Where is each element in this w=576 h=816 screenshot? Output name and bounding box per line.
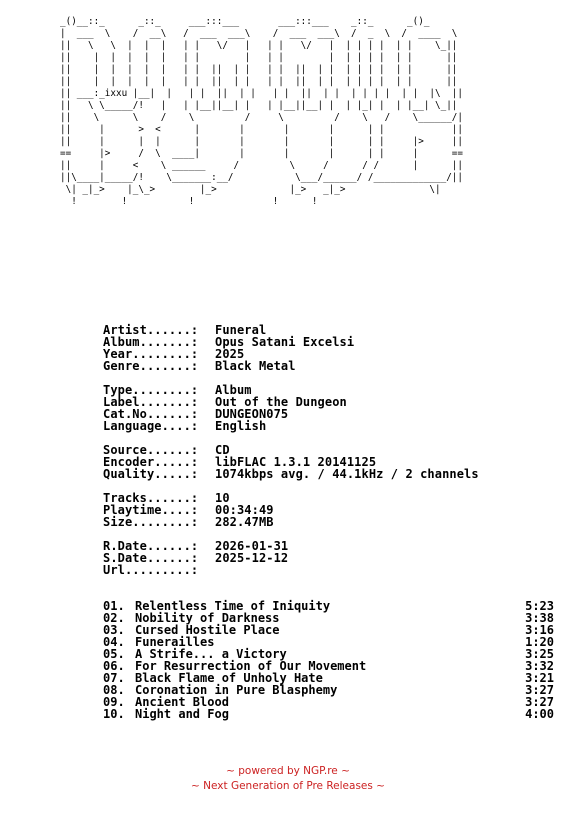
- info-key: S.Date......:: [103, 551, 199, 565]
- footer-tagline: ~ Next Generation of Pre Releases ~: [191, 780, 385, 792]
- info-row: Album.......: Opus Satani Excelsi: [103, 336, 563, 348]
- track-title: Black Flame of Unholy Hate: [135, 671, 323, 685]
- info-row: Playtime....: 00:34:49: [103, 504, 563, 516]
- info-key: Genre.......:: [103, 359, 199, 373]
- info-row: Tracks......: 10: [103, 492, 563, 504]
- track-row: 05. A Strife... a Victory 3:25: [103, 648, 554, 660]
- track-number: 04.: [103, 635, 125, 649]
- info-row: Language....: English: [103, 420, 563, 432]
- info-row: Encoder.....: libFLAC 1.3.1 20141125: [103, 456, 563, 468]
- track-duration: 3:32: [525, 659, 554, 673]
- info-key: Url.........:: [103, 563, 199, 577]
- info-value: 282.47MB: [215, 515, 274, 529]
- track-title: Cursed Hostile Place: [135, 623, 280, 637]
- info-key: Encoder.....:: [103, 455, 199, 469]
- track-row: 02. Nobility of Darkness 3:38: [103, 612, 554, 624]
- track-row: 06. For Resurrection of Our Movement 3:32: [103, 660, 554, 672]
- info-value: Out of the Dungeon: [215, 395, 347, 409]
- track-number: 05.: [103, 647, 125, 661]
- track-row: 10. Night and Fog 4:00: [103, 708, 554, 720]
- track-row: 04. Funerailles 1:20: [103, 636, 554, 648]
- track-duration: 3:27: [525, 683, 554, 697]
- track-duration: 3:38: [525, 611, 554, 625]
- track-title: A Strife... a Victory: [135, 647, 287, 661]
- info-key: Quality.....:: [103, 467, 199, 481]
- info-key: Label.......:: [103, 395, 199, 409]
- info-key: Language....:: [103, 419, 199, 433]
- track-number: 03.: [103, 623, 125, 637]
- track-row: 07. Black Flame of Unholy Hate 3:21: [103, 672, 554, 684]
- track-duration: 3:27: [525, 695, 554, 709]
- info-value: Album: [215, 383, 252, 397]
- info-value: Black Metal: [215, 359, 296, 373]
- info-row: S.Date......: 2025-12-12: [103, 552, 563, 564]
- info-value: Funeral: [215, 323, 267, 337]
- info-key: Artist......:: [103, 323, 199, 337]
- info-key: Source......:: [103, 443, 199, 457]
- track-number: 02.: [103, 611, 125, 625]
- track-number: 10.: [103, 707, 125, 721]
- info-key: Playtime....:: [103, 503, 199, 517]
- info-row: Genre.......: Black Metal: [103, 360, 563, 372]
- track-title: Nobility of Darkness: [135, 611, 280, 625]
- info-key: Size........:: [103, 515, 199, 529]
- info-value: 2026-01-31: [215, 539, 289, 553]
- info-key: Tracks......:: [103, 491, 199, 505]
- track-number: 07.: [103, 671, 125, 685]
- info-key: Album.......:: [103, 335, 199, 349]
- info-value: Opus Satani Excelsi: [215, 335, 355, 349]
- ascii-art-logo: _()__::_ _::_ ___:::___ ___:::___ _::_ _…: [60, 16, 463, 207]
- info-value: libFLAC 1.3.1 20141125: [215, 455, 377, 469]
- track-number: 06.: [103, 659, 125, 673]
- track-number: 08.: [103, 683, 125, 697]
- track-row: 08. Coronation in Pure Blasphemy 3:27: [103, 684, 554, 696]
- track-duration: 1:20: [525, 635, 554, 649]
- track-title: Ancient Blood: [135, 695, 229, 709]
- info-value: 2025: [215, 347, 245, 361]
- info-row: Type........: Album: [103, 384, 563, 396]
- info-key: Type........:: [103, 383, 199, 397]
- info-value: 10: [215, 491, 230, 505]
- info-row: Year........: 2025: [103, 348, 563, 360]
- info-row: Source......: CD: [103, 444, 563, 456]
- info-value: 00:34:49: [215, 503, 274, 517]
- track-number: 01.: [103, 599, 125, 613]
- info-value: [215, 564, 563, 576]
- info-row: Cat.No......: DUNGEON075: [103, 408, 563, 420]
- info-value: English: [215, 419, 267, 433]
- footer-powered-by: ~ powered by NGP.re ~: [226, 765, 350, 777]
- track-duration: 4:00: [525, 707, 554, 721]
- info-value: DUNGEON075: [215, 407, 289, 421]
- info-value: 1074kbps avg. / 44.1kHz / 2 channels: [215, 467, 479, 481]
- track-row: 09. Ancient Blood 3:27: [103, 696, 554, 708]
- info-row: Url.........:: [103, 564, 563, 576]
- info-row: Quality.....: 1074kbps avg. / 44.1kHz / 2…: [103, 468, 563, 480]
- track-duration: 3:16: [525, 623, 554, 637]
- info-row: Label.......: Out of the Dungeon: [103, 396, 563, 408]
- track-duration: 5:23: [525, 599, 554, 613]
- track-duration: 3:25: [525, 647, 554, 661]
- track-title: Funerailles: [135, 635, 215, 649]
- info-key: R.Date......:: [103, 539, 199, 553]
- track-row: 03. Cursed Hostile Place 3:16: [103, 624, 554, 636]
- info-value: CD: [215, 443, 230, 457]
- info-row: R.Date......: 2026-01-31: [103, 540, 563, 552]
- track-title: Night and Fog: [135, 707, 229, 721]
- track-number: 09.: [103, 695, 125, 709]
- info-value: 2025-12-12: [215, 551, 289, 565]
- track-title: Coronation in Pure Blasphemy: [135, 683, 338, 697]
- track-title: Relentless Time of Iniquity: [135, 599, 331, 613]
- info-row: Size........: 282.47MB: [103, 516, 563, 528]
- info-row: Artist......: Funeral: [103, 324, 563, 336]
- track-row: 01. Relentless Time of Iniquity 5:23: [103, 600, 554, 612]
- track-title: For Resurrection of Our Movement: [135, 659, 367, 673]
- track-duration: 3:21: [525, 671, 554, 685]
- tracklist: 01. Relentless Time of Iniquity 5:23 02. Nob…: [103, 600, 554, 720]
- info-key: Year........:: [103, 347, 199, 361]
- info-key: Cat.No......:: [103, 407, 199, 421]
